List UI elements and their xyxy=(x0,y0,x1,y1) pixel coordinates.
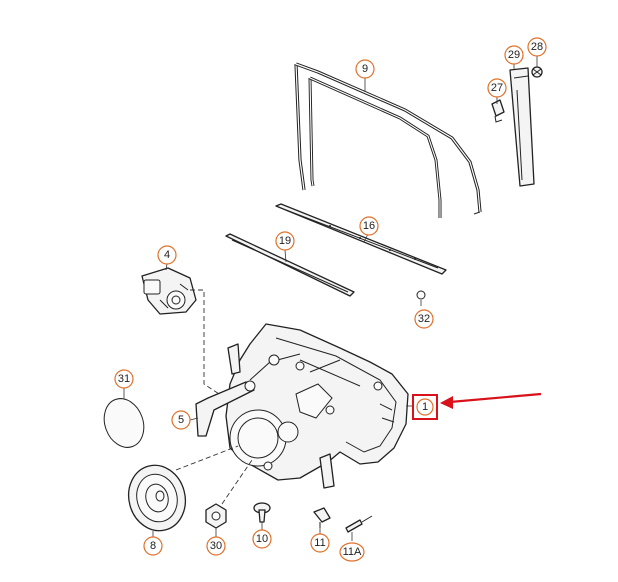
clip-fastener-part xyxy=(313,507,331,528)
red-arrow-icon xyxy=(440,392,542,409)
speaker-cover-part xyxy=(103,398,145,448)
bolt-part xyxy=(531,66,543,78)
nut-guide xyxy=(221,459,253,505)
callout-29-label: 29 xyxy=(508,49,520,61)
door-module-carrier-part xyxy=(225,323,409,489)
lever-part xyxy=(195,380,256,437)
callout-28-label: 28 xyxy=(531,41,543,53)
loudspeaker-part xyxy=(127,464,187,532)
motor-mount-guide xyxy=(190,289,223,397)
callout-32: 32 xyxy=(414,309,434,329)
callout-16-label: 16 xyxy=(363,220,375,232)
window-frame-part xyxy=(294,62,482,218)
callout-32-label: 32 xyxy=(418,313,430,325)
screw-part xyxy=(253,502,271,523)
callout-27: 27 xyxy=(487,78,507,98)
outer-seal-strip-part xyxy=(275,203,447,275)
lever-leader xyxy=(189,417,199,421)
callout-29: 29 xyxy=(504,45,524,65)
callout-31-label: 31 xyxy=(118,373,130,385)
callout-10-label: 10 xyxy=(256,533,268,545)
callout-4: 4 xyxy=(157,245,177,265)
callout-19: 19 xyxy=(275,231,295,251)
callout-11-label: 11 xyxy=(314,537,325,549)
callout-27-label: 27 xyxy=(491,82,503,94)
highlight-box xyxy=(412,394,438,420)
callout-30: 30 xyxy=(206,536,226,556)
callout-1: 1 xyxy=(412,394,438,420)
callout-8: 8 xyxy=(143,536,163,556)
inner-seal-strip-part xyxy=(225,233,355,297)
pin-part xyxy=(345,515,373,533)
pillar-trim-part xyxy=(509,67,535,187)
callout-9: 9 xyxy=(355,59,375,79)
callout-30-label: 30 xyxy=(210,540,222,552)
callout-11a: 11A xyxy=(339,542,365,562)
callout-10: 10 xyxy=(252,529,272,549)
callout-16: 16 xyxy=(359,216,379,236)
callout-19-label: 19 xyxy=(279,235,291,247)
callout-28: 28 xyxy=(527,37,547,57)
callout-5-label: 5 xyxy=(178,414,184,426)
callout-11: 11 xyxy=(310,533,330,553)
clip-part xyxy=(491,99,505,123)
callout-9-label: 9 xyxy=(362,63,368,75)
callout-5: 5 xyxy=(171,410,191,430)
callout-11a-label: 11A xyxy=(343,546,362,558)
callout-4-label: 4 xyxy=(164,249,170,261)
callout-1-label: 1 xyxy=(422,401,428,413)
leader-lines xyxy=(123,56,538,541)
window-motor-part xyxy=(141,267,197,315)
callout-8-label: 8 xyxy=(150,540,156,552)
speaker-mount-guide xyxy=(175,445,239,471)
grommet-part xyxy=(416,290,426,300)
nut-part xyxy=(205,503,227,529)
callout-31: 31 xyxy=(114,369,134,389)
